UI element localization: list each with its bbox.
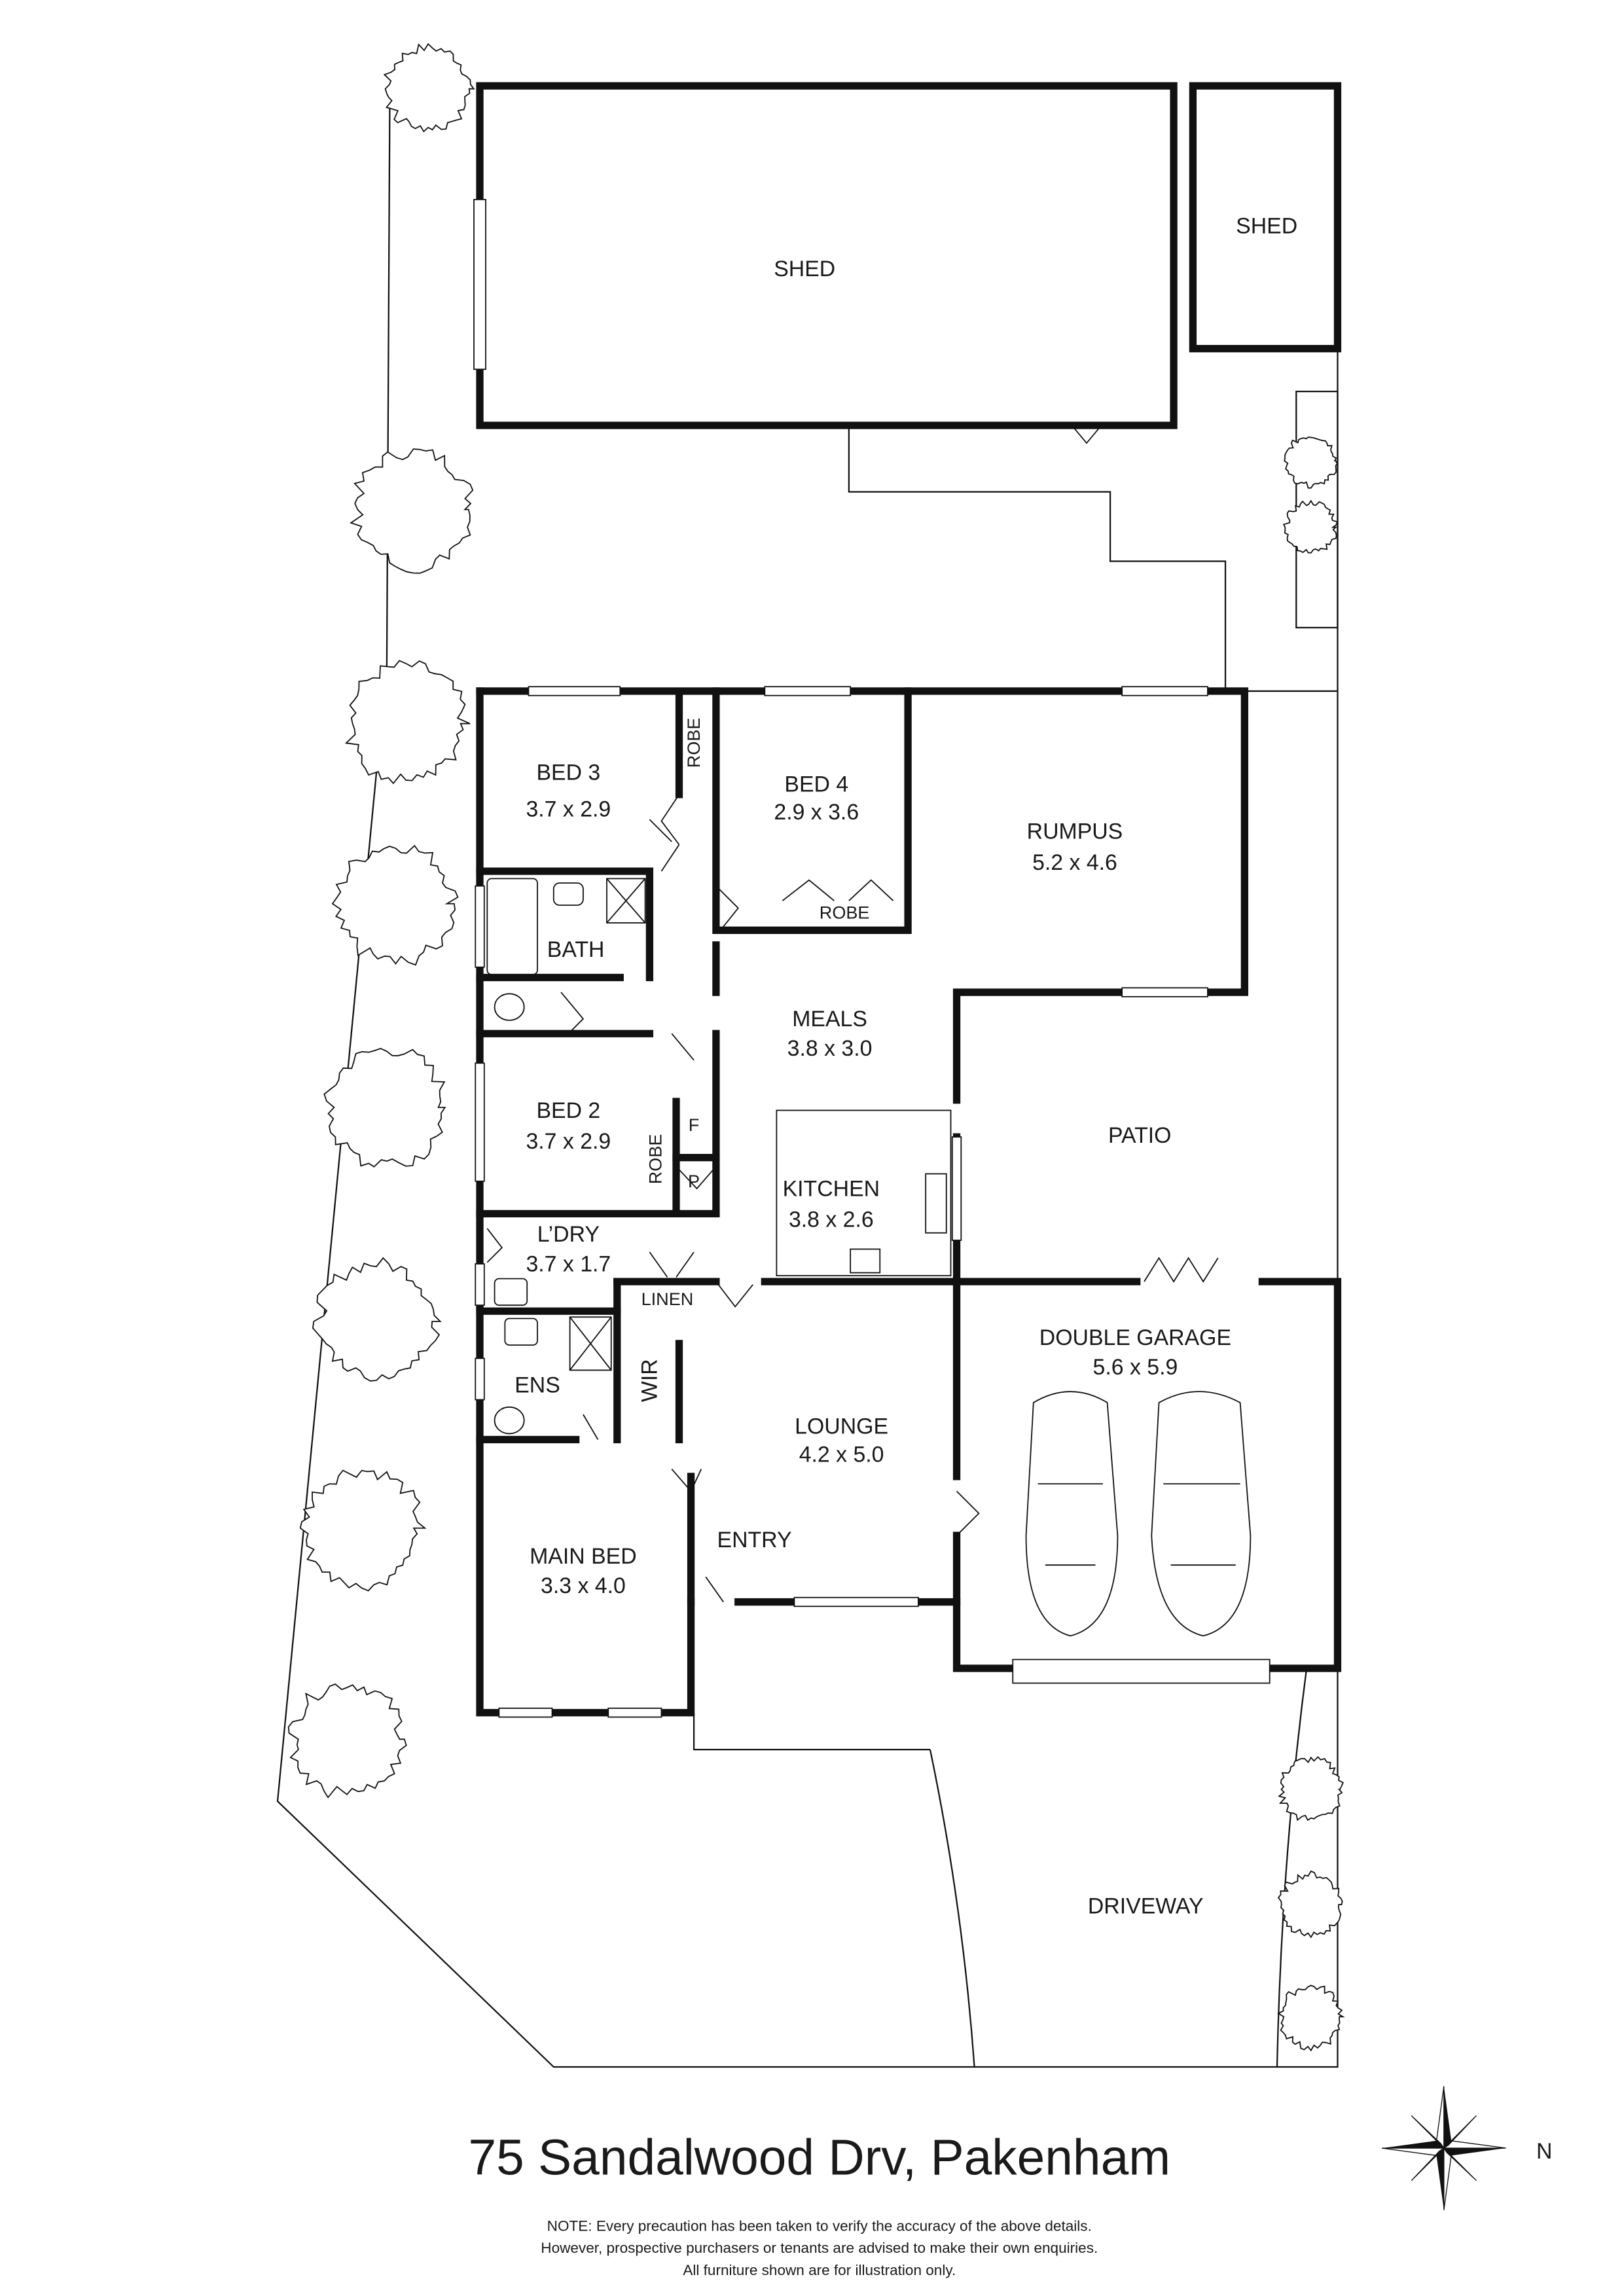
house-walls: [476, 687, 1342, 1717]
property-address: 75 Sandalwood Drv, Pakenham: [468, 2130, 1170, 2186]
tree-icon: [1277, 1984, 1345, 2052]
shed-large-label: SHED: [774, 257, 835, 281]
ensuite-label: ENS: [514, 1372, 560, 1397]
bed3-label: BED 3: [536, 760, 600, 785]
car-icon: [1025, 1391, 1119, 1637]
laundry-label: L’DRY: [537, 1222, 600, 1247]
lounge-size: 4.2 x 5.0: [799, 1442, 884, 1467]
ensuite-basin: [504, 1318, 538, 1346]
toilet: [494, 993, 525, 1021]
disclaimer-line-2: However, prospective purchasers or tenan…: [541, 2240, 1098, 2256]
compass-rose-icon: [1382, 2086, 1506, 2210]
ensuite-shower: [569, 1316, 612, 1371]
main-bed-size: 3.3 x 4.0: [541, 1573, 626, 1598]
tree-icon: [1284, 436, 1338, 489]
meals-label: MEALS: [792, 1007, 867, 1031]
tree-icon: [383, 43, 475, 133]
garage-label: DOUBLE GARAGE: [1039, 1325, 1231, 1350]
bed4-label: BED 4: [784, 772, 848, 797]
lounge-label: LOUNGE: [795, 1414, 888, 1439]
tree-icon: [1277, 1870, 1343, 1939]
shed-small: [1189, 82, 1342, 353]
car-icon: [1151, 1391, 1252, 1637]
bed2-size: 3.7 x 2.9: [526, 1129, 611, 1154]
ensuite-toilet: [494, 1406, 525, 1435]
tree-icon: [350, 448, 474, 574]
kitchen-label: KITCHEN: [783, 1176, 880, 1201]
tree-icon: [287, 1683, 407, 1799]
robe-bed2-label: ROBE: [645, 1134, 665, 1185]
laundry-tub: [494, 1278, 528, 1306]
tree-icon: [323, 1048, 446, 1168]
doors: [486, 794, 1219, 1603]
rumpus-size: 5.2 x 4.6: [1032, 850, 1117, 875]
stove: [850, 1248, 881, 1274]
bed4-size: 2.9 x 3.6: [774, 800, 859, 825]
wir-label: WIR: [638, 1359, 662, 1402]
garage-size: 5.6 x 5.9: [1093, 1355, 1178, 1380]
bathtub: [486, 878, 538, 975]
laundry-size: 3.7 x 1.7: [526, 1251, 611, 1276]
linen-label: LINEN: [641, 1289, 694, 1309]
fixtures: [486, 878, 1252, 1637]
meals-size: 3.8 x 3.0: [787, 1036, 873, 1061]
shed-large: [473, 82, 1178, 444]
tree-icon: [312, 1257, 442, 1382]
driveway-label: DRIVEWAY: [1088, 1893, 1204, 1918]
kitchen-size: 3.8 x 2.6: [789, 1208, 874, 1232]
fridge-label: F: [689, 1115, 700, 1135]
trees: [287, 43, 1345, 2052]
shed-small-label: SHED: [1236, 214, 1297, 239]
bath-label: BATH: [547, 937, 605, 962]
tree-icon: [331, 844, 459, 966]
entry-label: ENTRY: [717, 1528, 792, 1552]
shower: [606, 878, 646, 924]
robe-bed4-label: ROBE: [820, 903, 870, 922]
robe-bed3-label: ROBE: [684, 718, 704, 768]
kitchen-bench: [776, 1109, 952, 1276]
main-bed-label: MAIN BED: [530, 1544, 637, 1569]
north-label: N: [1536, 2139, 1552, 2164]
tree-icon: [299, 1469, 427, 1592]
windows: [475, 686, 1271, 1718]
disclaimer-line-3: All furniture shown are for illustration…: [683, 2262, 956, 2278]
patio-label: PATIO: [1108, 1123, 1171, 1148]
disclaimer-line-1: NOTE: Every precaution has been taken to…: [547, 2217, 1092, 2234]
tree-icon: [1278, 1756, 1344, 1821]
bed3-size: 3.7 x 2.9: [526, 797, 611, 822]
bed2-label: BED 2: [536, 1098, 600, 1123]
basin: [552, 882, 584, 906]
rumpus-label: RUMPUS: [1027, 819, 1123, 844]
tree-icon: [1282, 499, 1338, 554]
pantry-label: P: [688, 1172, 700, 1191]
sink: [925, 1173, 947, 1234]
tree-icon: [344, 660, 471, 785]
